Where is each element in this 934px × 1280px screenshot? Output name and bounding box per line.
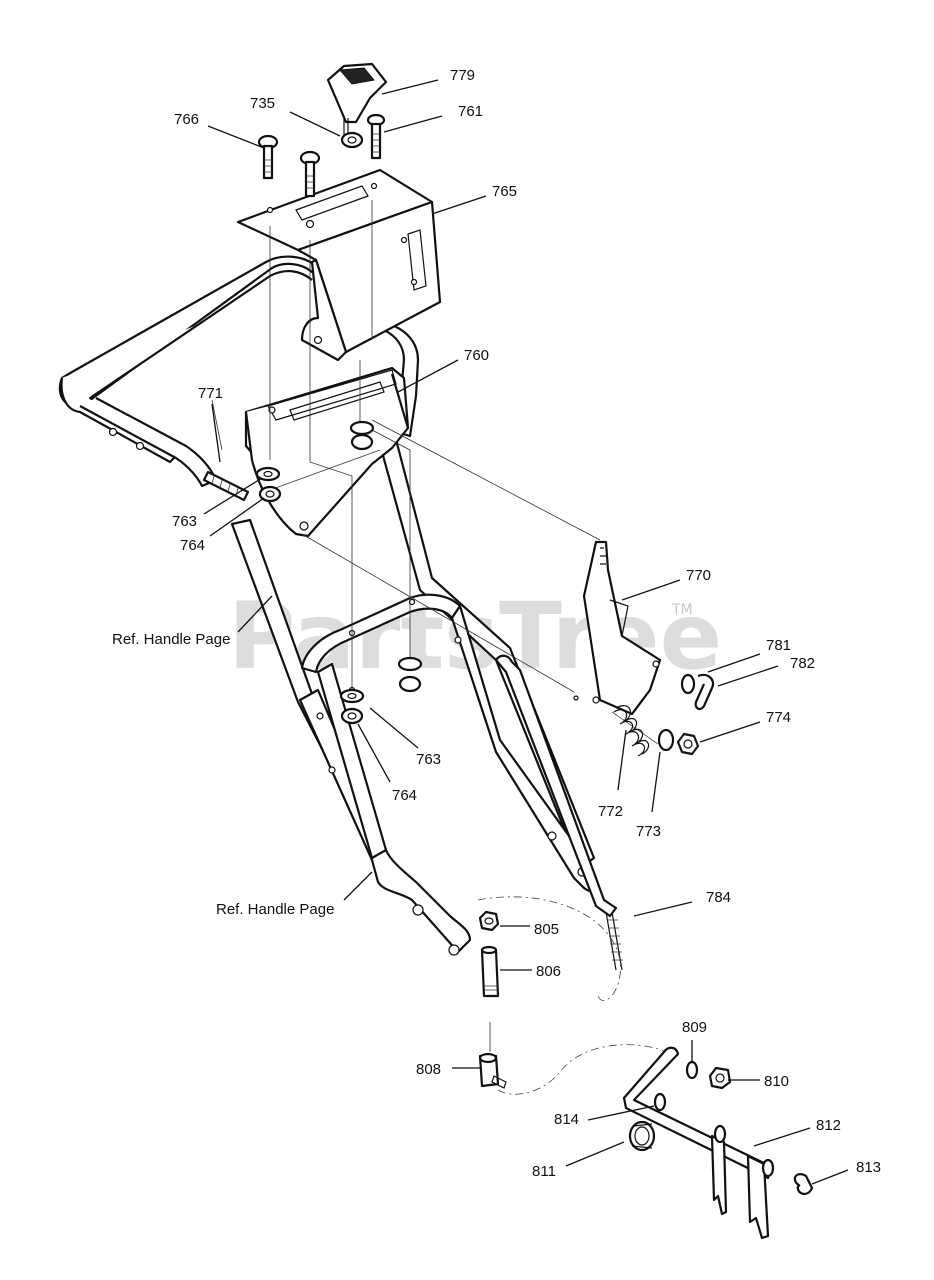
label-770: 770 — [686, 567, 711, 584]
control-rod — [477, 654, 623, 1001]
spring-772 — [611, 705, 659, 757]
nut-774 — [676, 732, 700, 756]
label-763-upper: 763 — [172, 513, 197, 530]
label-811: 811 — [532, 1163, 556, 1180]
ferrule-808 — [478, 1052, 507, 1089]
leader-lines — [203, 79, 849, 1185]
nut-810 — [708, 1066, 732, 1090]
label-808: 808 — [416, 1061, 441, 1078]
label-772: 772 — [598, 803, 623, 820]
spacer-806 — [480, 945, 500, 998]
label-761: 761 — [458, 103, 483, 120]
bushing-811 — [628, 1120, 656, 1152]
washer-nut-763-764-upper — [255, 420, 375, 503]
assembly-lines — [211, 200, 667, 1095]
clip-813 — [793, 1173, 814, 1195]
callout-labels: 779 735 761 766 765 760 771 763 764 770 … — [112, 67, 881, 1180]
washer-773 — [657, 728, 675, 752]
ref-handle-page-upper: Ref. Handle Page — [112, 631, 230, 648]
nut-805 — [478, 910, 500, 932]
label-771: 771 — [198, 385, 223, 402]
console-765 — [236, 168, 442, 362]
label-779: 779 — [450, 67, 475, 84]
label-760: 760 — [464, 347, 489, 364]
label-766: 766 — [174, 111, 199, 128]
bolts-766 — [257, 134, 321, 198]
label-764-upper: 764 — [180, 537, 205, 554]
label-765: 765 — [492, 183, 517, 200]
washer-781 — [680, 673, 696, 695]
washer-809 — [685, 1060, 699, 1080]
label-810: 810 — [764, 1073, 789, 1090]
label-735: 735 — [250, 95, 275, 112]
lever-770 — [573, 540, 662, 716]
label-763-lower: 763 — [416, 751, 441, 768]
ref-handle-page-lower: Ref. Handle Page — [216, 901, 334, 918]
label-805: 805 — [534, 921, 559, 938]
label-764-lower: 764 — [392, 787, 417, 804]
label-773: 773 — [636, 823, 661, 840]
bracket-760 — [244, 366, 410, 538]
label-809: 809 — [682, 1019, 707, 1036]
label-781: 781 — [766, 637, 791, 654]
label-813: 813 — [856, 1159, 881, 1176]
rod-812 — [622, 1046, 775, 1240]
knob-779 — [326, 62, 388, 138]
cable-771 — [202, 470, 250, 502]
label-784: 784 — [706, 889, 731, 906]
nut-735 — [340, 131, 364, 149]
washer-nut-763-764-lower — [339, 656, 423, 725]
clip-782 — [694, 673, 715, 711]
label-782: 782 — [790, 655, 815, 672]
label-806: 806 — [536, 963, 561, 980]
bolt-761 — [366, 113, 386, 160]
label-812: 812 — [816, 1117, 841, 1134]
watermark-trademark: TM — [671, 602, 693, 618]
label-774: 774 — [766, 709, 791, 726]
label-814: 814 — [554, 1111, 579, 1128]
